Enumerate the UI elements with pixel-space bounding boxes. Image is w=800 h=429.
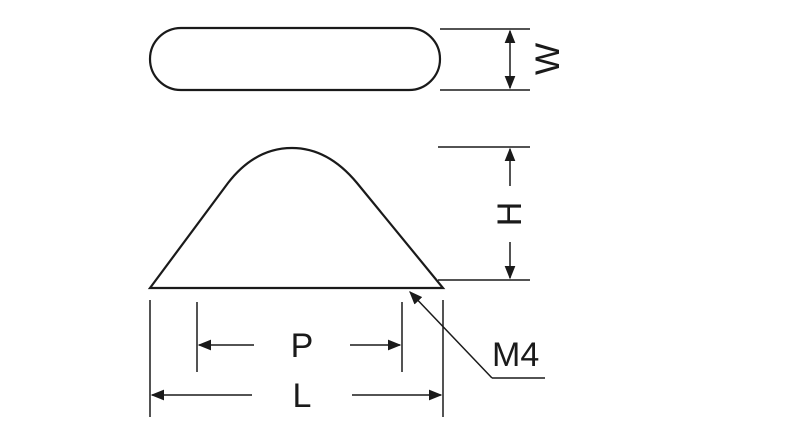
thread-leader-line bbox=[409, 291, 493, 379]
top-view-outline bbox=[148, 26, 442, 92]
pitch-label: P bbox=[291, 327, 314, 365]
pitch-dimension: P bbox=[196, 302, 403, 372]
side-view-profile bbox=[147, 146, 446, 290]
thread-label: M4 bbox=[492, 336, 539, 374]
thread-callout: M4 bbox=[409, 291, 545, 379]
width-dimension: W bbox=[440, 28, 567, 91]
length-dimension: L bbox=[149, 300, 444, 417]
height-dimension: H bbox=[438, 146, 530, 281]
length-label: L bbox=[293, 377, 312, 415]
width-label: W bbox=[529, 43, 567, 75]
height-label: H bbox=[491, 202, 529, 227]
